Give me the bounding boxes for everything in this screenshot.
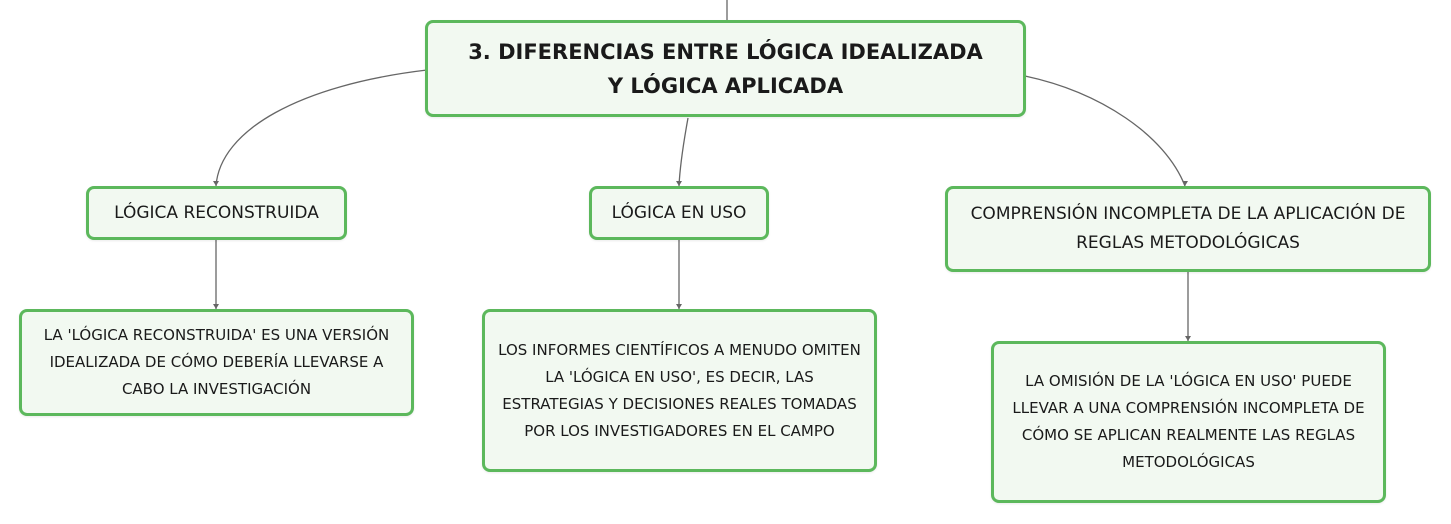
detail-node-text: LA OMISIÓN DE LA 'LÓGICA EN USO' PUEDE L… <box>1012 372 1365 471</box>
detail-node-logica-reconstruida[interactable]: LA 'LÓGICA RECONSTRUIDA' ES UNA VERSIÓN … <box>19 309 414 416</box>
arrowhead-logica-reconstruida <box>213 181 219 186</box>
topic-node-logica-reconstruida[interactable]: LÓGICA RECONSTRUIDA <box>86 186 347 240</box>
topic-node-comprension-incompleta[interactable]: COMPRENSIÓN INCOMPLETA DE LA APLICACIÓN … <box>945 186 1431 272</box>
connector-root-to-comprension-incompleta <box>1024 75 1186 187</box>
arrowhead-comprension <box>1182 181 1188 186</box>
arrowhead-logica-en-uso-detail <box>676 304 682 309</box>
detail-node-logica-en-uso[interactable]: LOS INFORMES CIENTÍFICOS A MENUDO OMITEN… <box>482 309 877 472</box>
arrowhead-comprension-detail <box>1185 336 1191 341</box>
detail-node-text: LOS INFORMES CIENTÍFICOS A MENUDO OMITEN… <box>498 340 861 440</box>
topic-node-label: COMPRENSIÓN INCOMPLETA DE LA APLICACIÓN … <box>970 204 1406 253</box>
topic-node-label: LÓGICA EN USO <box>611 202 747 223</box>
root-node-label: 3. DIFERENCIAS ENTRE LÓGICA IDEALIZADA Y… <box>468 39 983 98</box>
arrowhead-logica-en-uso <box>676 181 682 186</box>
detail-node-comprension-incompleta[interactable]: LA OMISIÓN DE LA 'LÓGICA EN USO' PUEDE L… <box>991 341 1386 503</box>
topic-node-logica-en-uso[interactable]: LÓGICA EN USO <box>589 186 769 240</box>
detail-node-text: LA 'LÓGICA RECONSTRUIDA' ES UNA VERSIÓN … <box>43 326 390 398</box>
root-node[interactable]: 3. DIFERENCIAS ENTRE LÓGICA IDEALIZADA Y… <box>425 20 1026 117</box>
connector-root-to-logica-en-uso <box>678 117 689 187</box>
arrowhead-logica-reconstruida-detail <box>213 304 219 309</box>
connector-root-to-logica-reconstruida <box>215 69 428 187</box>
topic-node-label: LÓGICA RECONSTRUIDA <box>114 202 319 223</box>
